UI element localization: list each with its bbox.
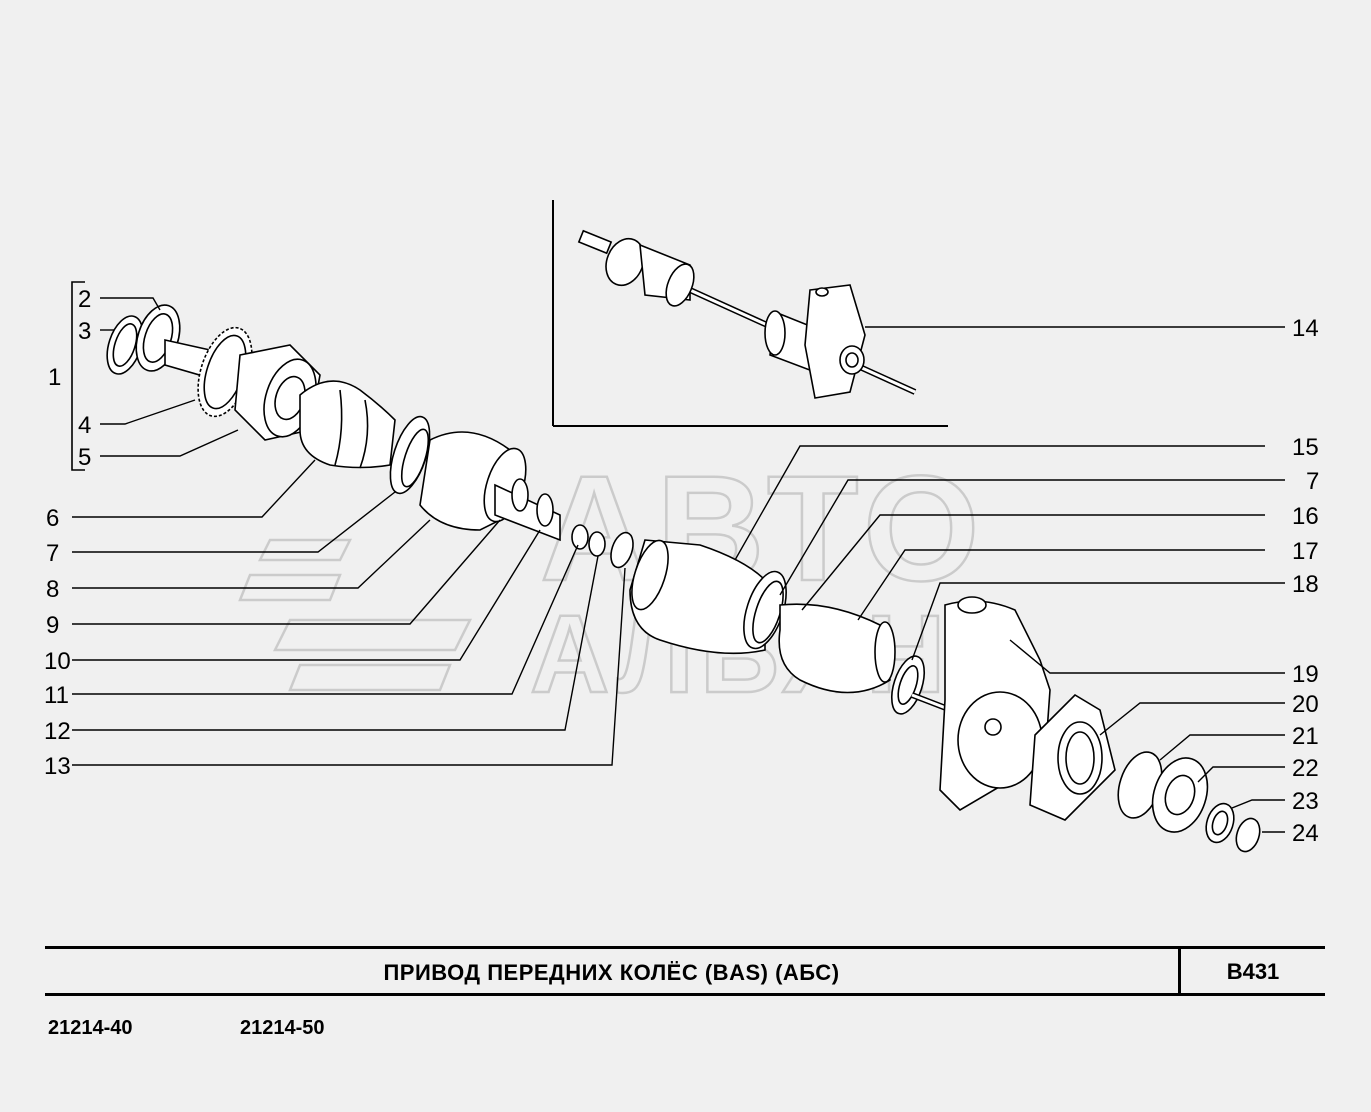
group-bracket	[71, 281, 85, 471]
model-number-2: 21214-50	[240, 1017, 325, 1039]
callout-16: 16	[1292, 503, 1319, 530]
model-number-1: 21214-40	[48, 1017, 133, 1039]
callout-21: 21	[1292, 723, 1319, 750]
callout-5: 5	[78, 444, 91, 471]
callout-labels: 1 2 3 4 5 6 7 8 9 10 11 12 13 14 15 7 16…	[44, 286, 1319, 847]
callout-8: 8	[46, 576, 59, 603]
ring-13	[610, 531, 634, 569]
callout-7b: 7	[1306, 468, 1319, 495]
callout-12: 12	[44, 718, 71, 745]
callout-22: 22	[1292, 755, 1319, 782]
diagram-code: B431	[1226, 959, 1280, 984]
inset-frame	[552, 200, 948, 427]
callout-3: 3	[78, 318, 91, 345]
callout-19: 19	[1292, 661, 1319, 688]
callout-7a: 7	[46, 540, 59, 567]
title-divider	[1178, 946, 1181, 996]
ring-24	[1235, 817, 1261, 853]
callout-17: 17	[1292, 538, 1319, 565]
callout-9: 9	[46, 612, 59, 639]
callout-11: 11	[44, 682, 69, 709]
callout-13: 13	[44, 753, 71, 780]
callout-23: 23	[1292, 788, 1319, 815]
callout-18: 18	[1292, 571, 1319, 598]
callout-10: 10	[44, 648, 71, 675]
callout-24: 24	[1292, 820, 1319, 847]
callout-20: 20	[1292, 691, 1319, 718]
callout-15: 15	[1292, 434, 1319, 461]
diagram-title: ПРИВОД ПЕРЕДНИХ КОЛЁС (BAS) (АБС)	[383, 960, 840, 985]
callout-2: 2	[78, 286, 91, 313]
ring-11	[571, 524, 589, 550]
callout-14: 14	[1292, 315, 1319, 342]
title-block: ПРИВОД ПЕРЕДНИХ КОЛЁС (BAS) (АБС) B431	[45, 946, 1325, 996]
callout-4: 4	[78, 412, 91, 439]
exploded-parts	[106, 304, 1261, 853]
leader-lines	[72, 297, 1285, 833]
exploded-parts-diagram: АВТО АЛЬЯНС	[44, 200, 1319, 853]
inset-drive-assembly	[577, 229, 917, 399]
callout-6: 6	[46, 505, 59, 532]
ring-12	[588, 531, 606, 557]
callout-1: 1	[48, 364, 61, 391]
